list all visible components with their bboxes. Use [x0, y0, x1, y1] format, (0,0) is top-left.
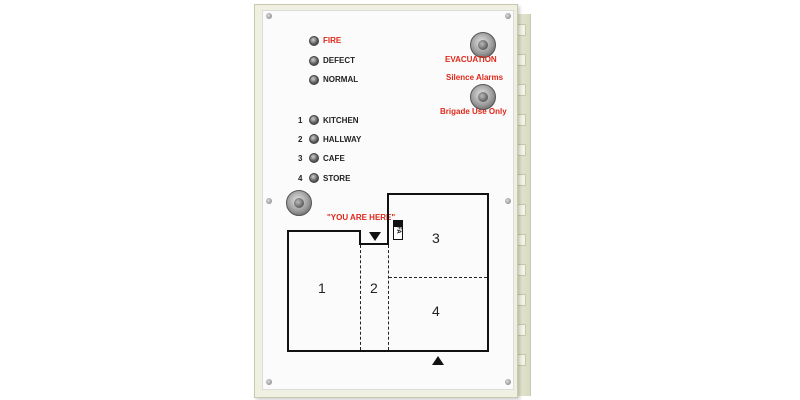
fa-label: FA — [395, 226, 401, 234]
fire-alarm-panel-sign: FA — [393, 220, 403, 240]
zone-number: 2 — [298, 135, 303, 144]
triangle-up-icon — [432, 356, 444, 365]
room-number-4: 4 — [432, 303, 440, 319]
evacuation-label: EVACUATION — [445, 55, 497, 64]
silence-alarms-label: Silence Alarms — [446, 73, 504, 82]
panel-keyswitch-icon[interactable] — [286, 190, 312, 216]
room-number-1: 1 — [318, 280, 326, 296]
silence-alarms-keyswitch-icon[interactable] — [470, 84, 496, 110]
zone-led-icon — [309, 115, 319, 125]
evacuation-keyswitch-icon[interactable] — [470, 32, 496, 58]
screw-icon — [505, 198, 511, 204]
zone-number: 3 — [298, 154, 303, 163]
zone-led-icon — [309, 134, 319, 144]
normal-led-icon — [309, 75, 319, 85]
you-are-here-label: "YOU ARE HERE" — [327, 213, 396, 222]
zone-label-hallway: HALLWAY — [323, 135, 362, 144]
zone-label-store: STORE — [323, 174, 351, 183]
zone-number: 4 — [298, 174, 303, 183]
screw-icon — [505, 13, 511, 19]
screw-icon — [266, 198, 272, 204]
zone-number: 1 — [298, 116, 303, 125]
zone-label-cafe: CAFE — [323, 154, 345, 163]
brigade-use-only-label: Brigade Use Only — [440, 107, 507, 116]
fire-label: FIRE — [323, 36, 342, 45]
room-number-3: 3 — [432, 230, 440, 246]
zone-label-kitchen: KITCHEN — [323, 116, 359, 125]
screw-icon — [266, 13, 272, 19]
fire-led-icon — [309, 36, 319, 46]
defect-label: DEFECT — [323, 56, 355, 65]
triangle-down-icon — [369, 232, 381, 241]
defect-led-icon — [309, 56, 319, 66]
zone-led-icon — [309, 153, 319, 163]
room-number-2: 2 — [370, 280, 378, 296]
screw-icon — [505, 379, 511, 385]
normal-label: NORMAL — [323, 75, 359, 84]
screw-icon — [266, 379, 272, 385]
zone-led-icon — [309, 173, 319, 183]
